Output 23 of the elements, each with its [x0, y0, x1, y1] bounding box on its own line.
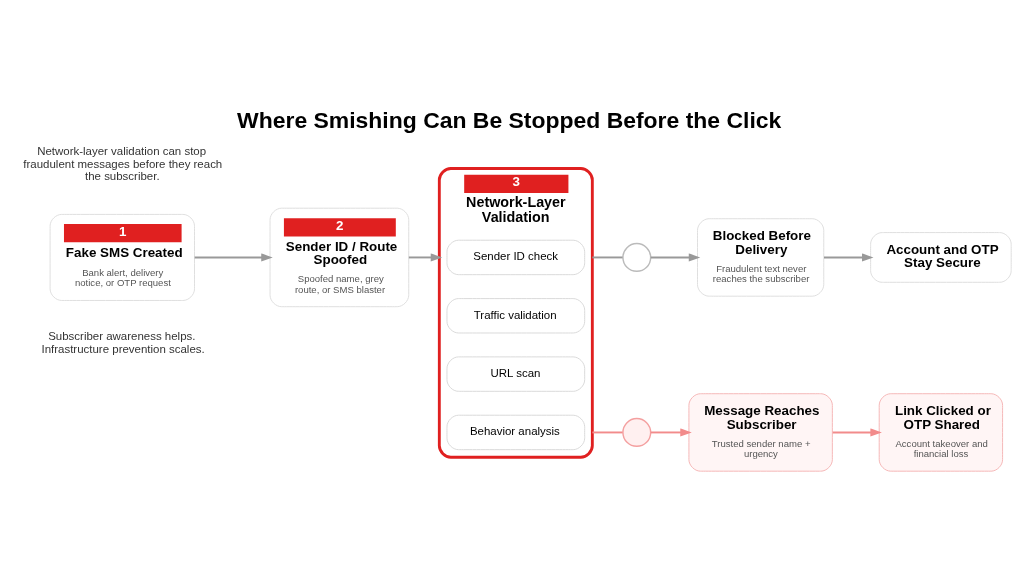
- node-box: Account and OTP Stay Secure: [870, 231, 1012, 283]
- node-box: Link Clicked or OTP Shared Account takeover and financial loss: [878, 392, 1004, 472]
- node-box: Message Reaches Subscriber Trusted sender name + urgency: [688, 392, 833, 472]
- arrow: [193, 252, 273, 261]
- node-box: 1 Fake SMS Created Bank alert, delivery notice, or OTP request: [49, 213, 195, 301]
- node-box: URL scan: [446, 355, 586, 392]
- node-box: Blocked Before Delivery Fraudulent text never reaches the subscriber: [697, 217, 825, 297]
- arrow: [649, 427, 692, 436]
- node-box: 2 Sender ID / Route Spoofed Spoofed name, grey route, or SMS blaster: [269, 207, 410, 307]
- diagram-title: Where Smishing Can Be Stopped Before the Click: [237, 106, 782, 133]
- label: Network-layer validation can stop fraudulent messages before they reach the subscriber.: [23, 144, 223, 182]
- arrow: [823, 252, 874, 261]
- arrow: [407, 252, 443, 261]
- node-box: Behavior analysis: [446, 414, 586, 450]
- arrow: [649, 252, 701, 261]
- node-circle: [622, 417, 652, 447]
- label: Subscriber awareness helps. Infrastructure prevention scales.: [41, 329, 205, 355]
- connector: [591, 256, 624, 258]
- node-circle: [622, 242, 652, 272]
- arrow: [831, 427, 882, 436]
- node-box: Sender ID check: [446, 239, 586, 275]
- connector: [591, 431, 624, 433]
- node-box: Traffic validation: [446, 297, 586, 333]
